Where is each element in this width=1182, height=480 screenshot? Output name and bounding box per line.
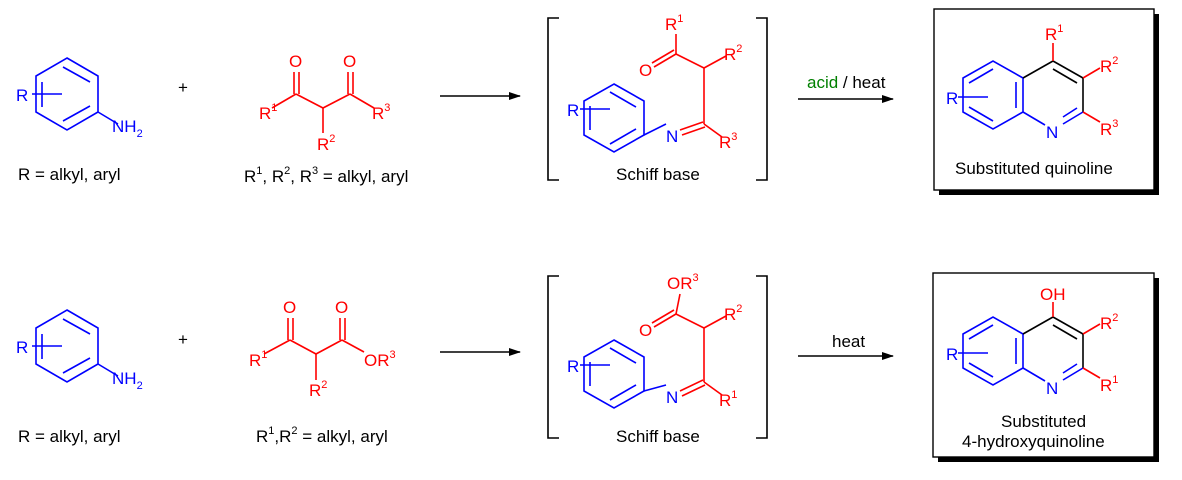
r2-label: R2	[317, 133, 335, 154]
substituent-r-label: R	[946, 89, 958, 108]
scheme-1: R NH2 R = alkyl, aryl + O O R1 R3 R2 R1,…	[16, 8, 1159, 195]
plus-sign-2: +	[178, 330, 188, 349]
product-box	[933, 8, 1155, 191]
schiff-base-structure-2: R N O OR3 R2 R1	[567, 272, 742, 410]
aniline-caption-1: R = alkyl, aryl	[18, 165, 121, 184]
plus-sign-1: +	[178, 78, 188, 97]
imine-n-label: N	[666, 388, 678, 407]
amine-label: NH2	[112, 117, 143, 140]
oxygen-label: O	[283, 298, 296, 317]
substituent-r-label: R	[16, 86, 28, 105]
product-caption-2-line2: 4-hydroxyquinoline	[962, 432, 1105, 451]
right-bracket	[756, 275, 768, 439]
reaction-condition-2: heat	[832, 332, 865, 351]
r1-label: R1	[259, 102, 277, 123]
r1-label: R1	[249, 349, 267, 370]
r2-label: R2	[309, 379, 327, 400]
oxygen-label: O	[639, 321, 652, 340]
r2-label: R2	[1100, 312, 1118, 333]
ketoester-caption: R1,R2 = alkyl, aryl	[256, 425, 388, 446]
r2-label: R2	[724, 303, 742, 324]
quinoline-structure: R N R1 R2 R3	[946, 23, 1118, 142]
intermediate-caption-1: Schiff base	[616, 165, 700, 184]
hydroxyl-label: OH	[1040, 285, 1066, 304]
product-caption-1: Substituted quinoline	[955, 159, 1113, 178]
r2-label: R2	[1100, 55, 1118, 76]
r3-label: R3	[1100, 118, 1118, 139]
substituent-r-label: R	[567, 101, 579, 120]
quinoline-n-label: N	[1046, 379, 1058, 398]
r3-label: R3	[372, 102, 390, 123]
aniline-structure-1: R NH2	[16, 57, 143, 140]
product-box	[932, 272, 1155, 458]
r2-label: R2	[724, 43, 742, 64]
r1-label: R1	[719, 389, 737, 410]
left-bracket	[547, 275, 559, 439]
oxygen-label: O	[289, 52, 302, 71]
ester-or3-label: OR3	[364, 349, 396, 370]
diketone-caption: R1, R2, R3 = alkyl, aryl	[244, 165, 408, 186]
aniline-structure-2: R NH2	[16, 309, 143, 392]
diketone-structure: O O R1 R3 R2	[259, 52, 390, 154]
right-bracket	[756, 17, 768, 181]
product-caption-2-line1: Substituted	[1001, 412, 1086, 431]
schiff-base-structure-1: R N O R1 R2 R3	[567, 13, 742, 153]
r3-label: R3	[719, 131, 737, 152]
substituent-r-label: R	[16, 338, 28, 357]
oxygen-label: O	[639, 61, 652, 80]
oxygen-label: O	[335, 298, 348, 317]
scheme-2: R NH2 R = alkyl, aryl + O O R1 OR3 R2 R1…	[16, 272, 1159, 462]
ester-or3-label: OR3	[667, 272, 699, 293]
quinoline-n-label: N	[1046, 123, 1058, 142]
substituent-r-label: R	[946, 345, 958, 364]
substituent-r-label: R	[567, 357, 579, 376]
r1-label: R1	[1100, 374, 1118, 395]
r1-label: R1	[665, 13, 683, 34]
left-bracket	[547, 17, 559, 181]
r1-label: R1	[1045, 23, 1063, 44]
reaction-condition-1: acid / heat	[807, 73, 886, 92]
hydroxyquinoline-structure: R N OH R2 R1	[946, 285, 1118, 398]
oxygen-label: O	[343, 52, 356, 71]
imine-n-label: N	[666, 127, 678, 146]
intermediate-caption-2: Schiff base	[616, 427, 700, 446]
aniline-caption-2: R = alkyl, aryl	[18, 427, 121, 446]
amine-label: NH2	[112, 369, 143, 392]
ketoester-structure: O O R1 OR3 R2	[249, 298, 396, 400]
